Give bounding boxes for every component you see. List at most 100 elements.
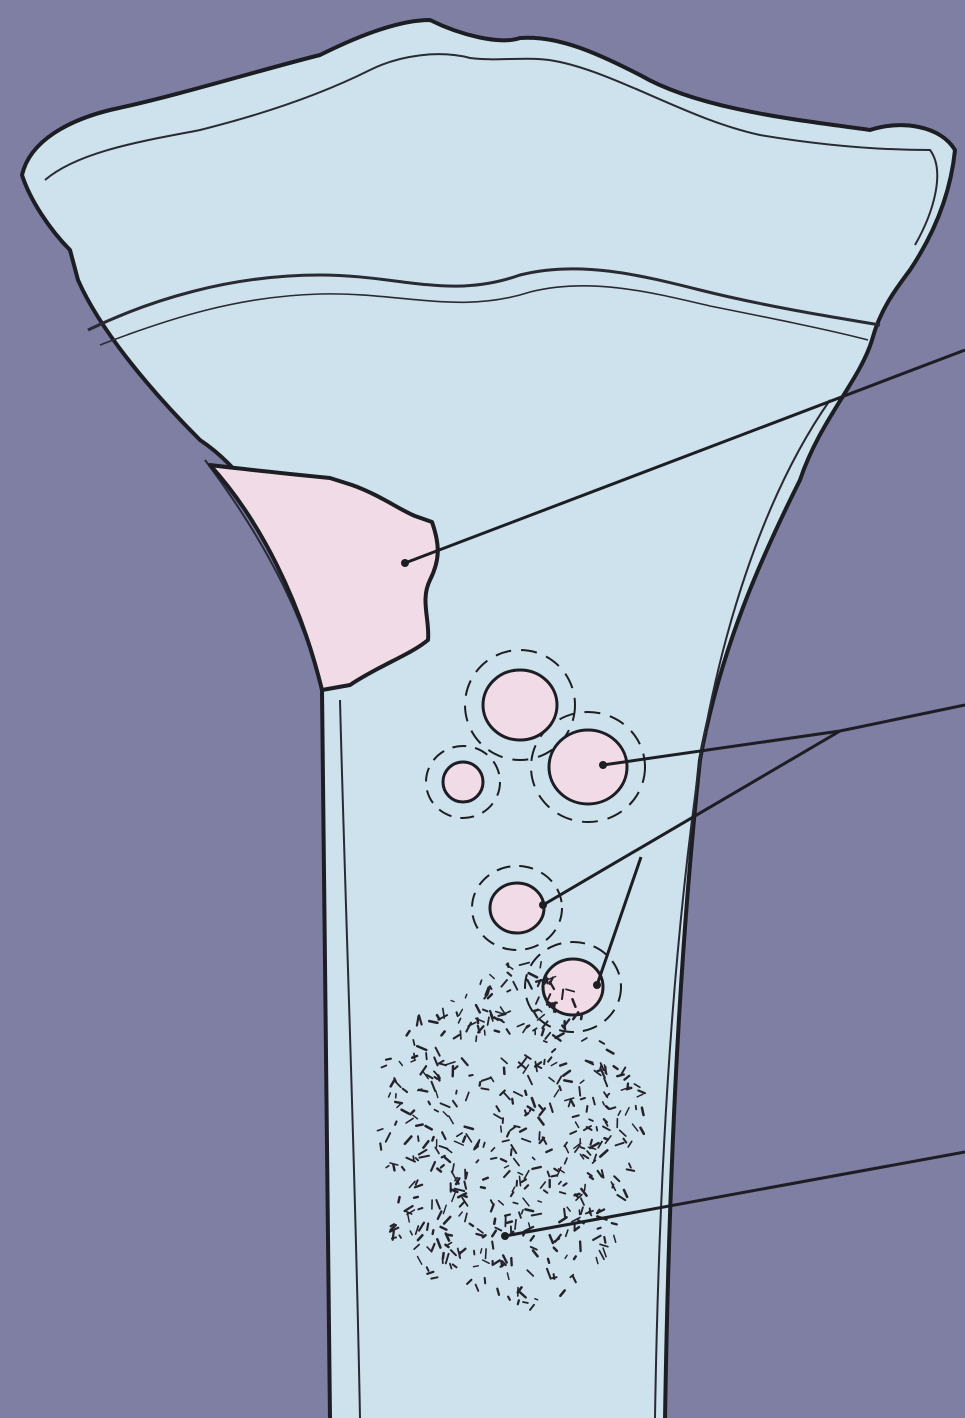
stipple-mark [474,1266,479,1267]
stipple-mark [505,1215,510,1216]
stipple-mark [612,1223,617,1224]
stipple-mark [508,1297,510,1300]
stipple-mark [513,1203,517,1204]
stipple-mark [476,1036,477,1041]
stipple-mark [525,1091,526,1095]
stipple-mark [490,986,492,989]
stipple-mark [536,980,542,981]
stipple-mark [457,1181,458,1184]
stipple-mark [446,1245,449,1247]
stipple-mark [548,1259,549,1263]
stipple-mark [605,1138,608,1139]
stipple-mark [540,962,541,968]
stipple-mark [598,1210,600,1213]
stipple-mark [395,1122,396,1125]
stipple-mark [419,1090,428,1092]
stipple-mark [585,1185,586,1191]
stipple-mark [581,1015,582,1019]
stipple-mark [636,1106,637,1110]
stipple-mark [426,1053,427,1059]
stipple-mark [544,1041,547,1042]
stipple-mark [494,1219,495,1224]
stipple-mark [574,1256,576,1259]
stipple-mark [533,1010,538,1012]
stipple-mark [446,1235,452,1236]
stipple-mark [546,977,547,983]
stipple-mark [562,990,563,1000]
stipple-mark [501,1126,502,1132]
stipple-mark [481,1088,488,1089]
stipple-mark [413,1040,414,1045]
stipple-mark [507,1222,512,1223]
stipple-mark [418,1136,419,1141]
stipple-mark [393,1165,394,1171]
stipple-mark [483,1178,488,1180]
stipple-mark [587,1106,588,1112]
stipple-mark [485,1030,486,1035]
stipple-mark [483,1235,486,1237]
stipple-mark [412,1056,417,1058]
stipple-mark [456,1091,457,1094]
stipple-mark [551,1277,557,1278]
stipple-mark [429,1102,431,1105]
stipple-mark [581,1098,585,1099]
stipple-mark [525,1110,526,1113]
stipple-mark [491,1158,497,1159]
stipple-mark [469,1075,472,1076]
stipple-mark [525,1209,533,1211]
stipple-mark [393,1231,394,1240]
stipple-mark [413,1156,414,1161]
stipple-mark [432,1137,433,1140]
stipple-mark [551,1175,557,1176]
stipple-mark [386,1059,391,1060]
stipple-mark [427,1224,428,1231]
stipple-mark [414,1197,418,1198]
stipple-mark [486,1249,487,1259]
stipple-mark [418,1208,422,1209]
stipple-mark [559,1086,560,1090]
stipple-mark [539,1132,540,1140]
stipple-mark [495,1031,499,1032]
stipple-mark [597,1127,598,1131]
stipple-mark [542,1029,544,1035]
stipple-mark [642,1108,644,1115]
stipple-mark [581,1147,585,1148]
stipple-mark [460,1031,461,1039]
stipple-mark [398,1197,399,1202]
stipple-mark [579,1087,580,1096]
stipple-mark [508,964,509,967]
stipple-mark [606,1106,609,1108]
stipple-mark [604,1237,605,1243]
stipple-mark [485,1278,486,1283]
stipple-mark [507,990,510,992]
stipple-mark [523,1302,528,1303]
stipple-mark [443,1253,444,1259]
stipple-mark [416,1125,423,1126]
stipple-mark [481,1187,485,1188]
stipple-mark [580,1242,581,1252]
stipple-mark [431,1277,437,1278]
stipple-mark [530,1108,531,1111]
stipple-mark [438,1076,439,1081]
stipple-mark [520,1176,521,1185]
stipple-mark [518,1300,519,1304]
stipple-mark [395,1102,402,1103]
stipple-mark [598,1070,601,1071]
stipple-mark [591,1140,592,1145]
stipple-mark [515,1220,516,1230]
stipple-mark [483,1143,484,1147]
stipple-mark [511,1149,512,1155]
stipple-mark [480,1082,481,1086]
stipple-mark [544,1060,545,1065]
stipple-mark [429,1021,437,1023]
stipple-mark [433,1230,434,1234]
stipple-mark [617,1075,623,1077]
stipple-mark [512,1099,513,1104]
stipple-mark [380,1143,381,1149]
stipple-mark [598,1228,601,1229]
stipple-mark [457,1012,458,1016]
stipple-mark [492,1242,493,1249]
stipple-mark [590,1177,593,1179]
